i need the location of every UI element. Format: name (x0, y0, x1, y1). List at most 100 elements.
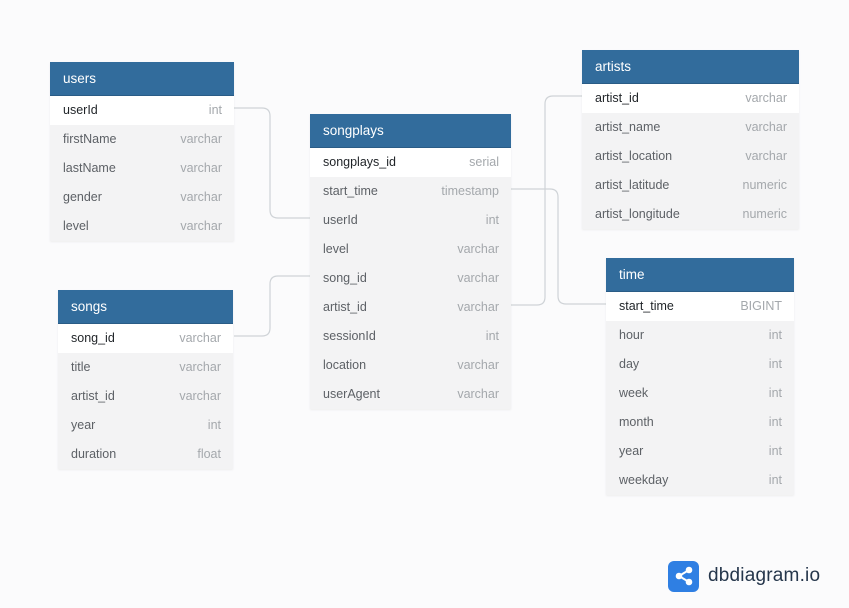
field-row[interactable]: year int (58, 411, 233, 440)
field-type: float (197, 447, 221, 461)
field-type: varchar (745, 91, 787, 105)
field-type: BIGINT (740, 299, 782, 313)
field-name: artist_id (323, 300, 367, 314)
field-name: userId (63, 103, 98, 117)
field-type: varchar (180, 161, 222, 175)
field-type: int (485, 329, 499, 343)
field-row[interactable]: year int (606, 437, 794, 466)
table-header-users[interactable]: users (50, 62, 234, 96)
field-type: int (207, 418, 221, 432)
connector-users-songplays[interactable] (234, 107, 310, 219)
field-type: int (485, 213, 499, 227)
field-type: varchar (457, 358, 499, 372)
field-type: varchar (179, 389, 221, 403)
field-name: artist_latitude (595, 178, 670, 192)
field-name: song_id (323, 271, 367, 285)
field-name: start_time (619, 299, 674, 313)
field-row[interactable]: start_time timestamp (310, 177, 511, 206)
field-type: int (768, 473, 782, 487)
connector-songs-songplays[interactable] (234, 275, 310, 337)
brand-logo[interactable]: dbdiagram.io (668, 560, 821, 592)
field-type: varchar (745, 149, 787, 163)
brand-name: dbdiagram.io (708, 565, 821, 586)
table-songplays[interactable]: songplays songplays_id serial start_time t… (310, 114, 511, 409)
field-name: artist_name (595, 120, 661, 134)
field-row[interactable]: week int (606, 379, 794, 408)
field-name: title (71, 360, 91, 374)
field-type: int (768, 328, 782, 342)
field-row[interactable]: song_id varchar (58, 324, 233, 353)
field-type: varchar (180, 219, 222, 233)
field-type: int (768, 386, 782, 400)
field-type: varchar (457, 271, 499, 285)
field-type: varchar (180, 132, 222, 146)
field-row[interactable]: artist_location varchar (582, 142, 799, 171)
field-type: varchar (457, 300, 499, 314)
field-row[interactable]: duration float (58, 440, 233, 469)
field-name: userId (323, 213, 358, 227)
table-time[interactable]: time start_time BIGINT hour int day int wee… (606, 258, 794, 495)
field-name: duration (71, 447, 117, 461)
field-row[interactable]: level varchar (50, 212, 234, 241)
field-name: songplays_id (323, 155, 396, 169)
field-row[interactable]: hour int (606, 321, 794, 350)
field-row[interactable]: userId int (310, 206, 511, 235)
table-header-artists[interactable]: artists (582, 50, 799, 84)
field-type: varchar (457, 242, 499, 256)
field-name: hour (619, 328, 645, 342)
field-type: varchar (179, 331, 221, 345)
field-name: artist_location (595, 149, 673, 163)
field-name: artist_id (71, 389, 115, 403)
field-row[interactable]: song_id varchar (310, 264, 511, 293)
field-row[interactable]: artist_latitude numeric (582, 171, 799, 200)
field-row[interactable]: songplays_id serial (310, 148, 511, 177)
field-type: varchar (180, 190, 222, 204)
table-header-time[interactable]: time (606, 258, 794, 292)
field-row[interactable]: artist_id varchar (58, 382, 233, 411)
field-row[interactable]: location varchar (310, 351, 511, 380)
field-type: int (768, 357, 782, 371)
field-name: month (619, 415, 654, 429)
field-row[interactable]: artist_id varchar (582, 84, 799, 113)
field-name: day (619, 357, 640, 371)
field-name: week (619, 386, 649, 400)
field-type: varchar (179, 360, 221, 374)
connector-songplays-artists[interactable] (511, 95, 582, 306)
field-name: start_time (323, 184, 378, 198)
table-header-songs[interactable]: songs (58, 290, 233, 324)
field-type: numeric (742, 178, 787, 192)
field-name: song_id (71, 331, 115, 345)
field-row[interactable]: lastName varchar (50, 154, 234, 183)
field-row[interactable]: day int (606, 350, 794, 379)
field-type: serial (469, 155, 499, 169)
field-name: userAgent (323, 387, 380, 401)
field-name: level (323, 242, 349, 256)
field-name: year (71, 418, 96, 432)
table-header-songplays[interactable]: songplays (310, 114, 511, 148)
field-name: artist_id (595, 91, 639, 105)
field-name: weekday (619, 473, 669, 487)
field-row[interactable]: month int (606, 408, 794, 437)
field-row[interactable]: start_time BIGINT (606, 292, 794, 321)
field-name: year (619, 444, 644, 458)
field-type: int (768, 444, 782, 458)
field-row[interactable]: weekday int (606, 466, 794, 495)
field-name: level (63, 219, 89, 233)
field-row[interactable]: artist_id varchar (310, 293, 511, 322)
field-row[interactable]: level varchar (310, 235, 511, 264)
field-type: timestamp (441, 184, 499, 198)
field-name: location (323, 358, 367, 372)
field-row[interactable]: title varchar (58, 353, 233, 382)
field-type: int (768, 415, 782, 429)
field-name: lastName (63, 161, 116, 175)
